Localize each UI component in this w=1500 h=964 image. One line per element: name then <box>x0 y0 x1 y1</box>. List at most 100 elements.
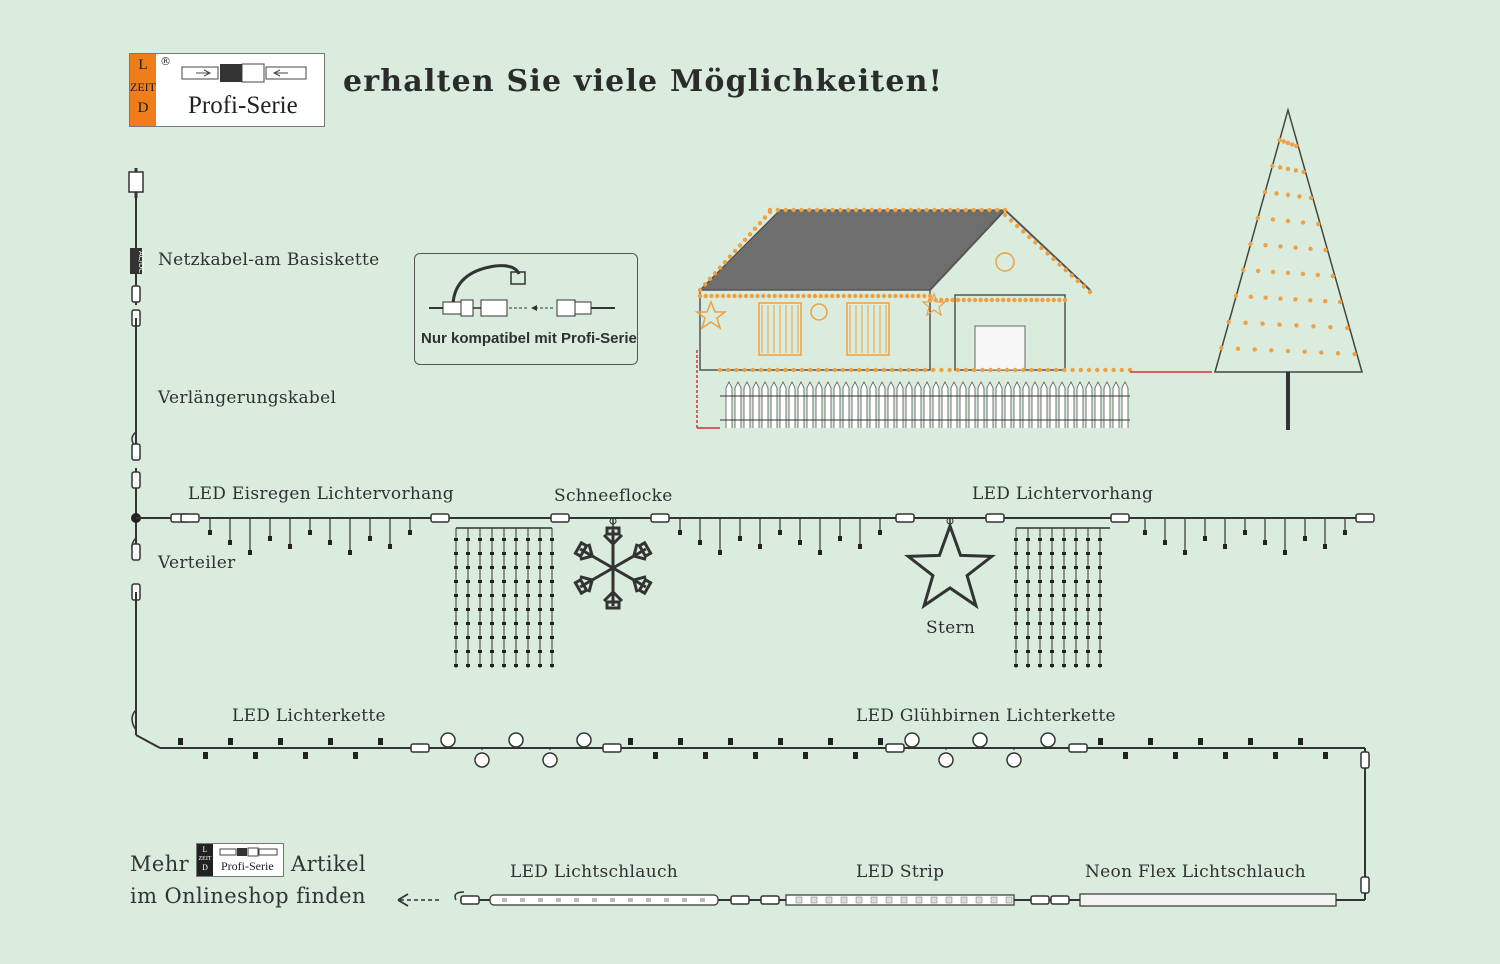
curtain-left-led <box>514 622 518 625</box>
fence-light <box>840 367 846 373</box>
tree-light <box>1285 270 1291 276</box>
fence-picket <box>1112 381 1120 428</box>
curtain-left-led <box>454 566 458 569</box>
curtain-right-led <box>1098 552 1102 555</box>
brand-tag: L ZEIT D <box>130 54 156 126</box>
curtain-left-led <box>514 650 518 653</box>
gable-snowflake-light <box>995 252 1015 272</box>
strip-led <box>900 896 908 904</box>
tree-light <box>1302 349 1307 354</box>
string-connector-2 <box>885 743 905 753</box>
strip-led <box>795 896 803 904</box>
fence-light <box>922 367 928 373</box>
string-led-right <box>1223 752 1228 759</box>
strip-led <box>810 896 818 904</box>
curtain-right-led <box>1062 580 1066 583</box>
tube-led <box>556 898 561 902</box>
curtain-right-led <box>1050 636 1054 639</box>
eave-icicle-light <box>726 293 731 299</box>
fence-picket <box>959 381 967 428</box>
curtain-right-led <box>1026 664 1030 667</box>
eisregen-1-bulb <box>368 536 372 541</box>
string-led-right <box>1273 752 1278 759</box>
curtain-right-led <box>1098 622 1102 625</box>
fence-picket <box>815 381 823 428</box>
curtain-connector-6 <box>1110 513 1130 523</box>
tree-light <box>1323 247 1328 253</box>
eave-icicle-light <box>955 297 961 303</box>
string-led-right <box>1248 738 1253 745</box>
eave-icicle-light <box>870 293 875 299</box>
curtain-left-led <box>538 608 542 611</box>
gable-light <box>1002 212 1008 218</box>
globe-bulb-left <box>508 732 524 748</box>
curtain-right-led <box>1026 636 1030 639</box>
footer-onlineshop: im Onlineshop finden <box>130 884 366 908</box>
strip-led <box>840 896 848 904</box>
curtain-right-led <box>1050 566 1054 569</box>
curtain-right-led <box>1086 580 1090 583</box>
curtain-right-led <box>1062 636 1066 639</box>
curtain-left-led <box>502 622 506 625</box>
gable-light <box>1014 223 1020 229</box>
roof-light <box>702 282 708 287</box>
curtain-right-led <box>1038 538 1042 541</box>
fence-light <box>742 367 747 373</box>
curtain-right-led <box>1050 608 1054 611</box>
curtain-right-led <box>1062 608 1066 611</box>
curtain-right-led <box>1014 650 1018 653</box>
curtain-left-led <box>538 622 542 625</box>
roof-light <box>757 220 763 226</box>
eave-icicle-light <box>1062 297 1068 303</box>
wall-snowflake-light <box>810 303 828 321</box>
eave-icicle-light <box>778 293 783 299</box>
string-led-middle <box>753 752 758 759</box>
fence-light <box>972 367 977 373</box>
tree-light <box>1241 267 1246 273</box>
globe-bulb-left <box>474 752 490 768</box>
snowflake-hook <box>609 517 617 525</box>
fence-light <box>857 367 862 373</box>
curtain-connector-0 <box>180 513 200 523</box>
curtain-right-led <box>1062 552 1066 555</box>
eisregen-2-bulb <box>858 544 862 549</box>
strip-led <box>990 896 998 904</box>
connector-distributor-top <box>131 471 141 489</box>
page-title: erhalten Sie viele Möglichkeiten! <box>343 64 944 99</box>
strip-led <box>1005 896 1013 904</box>
fence-light <box>1119 367 1125 373</box>
brand-logo: L ZEIT D ® Profi-Serie <box>129 53 325 127</box>
curtain-right-led <box>1074 538 1078 541</box>
fence-picket <box>923 381 931 428</box>
string-led-left <box>253 752 258 759</box>
curtain-right-led <box>1050 622 1054 625</box>
eave-icicle-light <box>939 297 944 303</box>
fence-light <box>898 367 903 373</box>
curtain-left-led <box>502 650 506 653</box>
eave-icicle-light <box>807 293 812 299</box>
power-plug <box>128 171 144 193</box>
fence-picket <box>833 381 841 428</box>
string-led-middle <box>803 752 808 759</box>
tube-end-loop <box>454 891 465 901</box>
curtain-right-led <box>1098 650 1102 653</box>
roof-light <box>987 207 992 213</box>
roof-light <box>722 259 728 265</box>
tree-light <box>1308 298 1313 303</box>
label-lichtervorhang: LED Lichtervorhang <box>972 484 1154 504</box>
label-schneeflocke: Schneeflocke <box>554 486 673 506</box>
curtain-right-led <box>1038 580 1042 583</box>
curtain-left-led <box>466 538 470 541</box>
tree-light <box>1278 296 1283 301</box>
fence-picket <box>1121 381 1129 428</box>
roof-light <box>752 226 758 231</box>
tube-connector-4 <box>460 895 480 905</box>
curtain-right-led <box>1062 538 1066 541</box>
tube-led <box>682 898 687 902</box>
eave-icicle-light <box>927 293 933 299</box>
tree-light <box>1294 143 1299 149</box>
curtain-right-led <box>1074 622 1078 625</box>
fence-light <box>1103 367 1108 373</box>
eave-icicle-light <box>978 297 983 303</box>
